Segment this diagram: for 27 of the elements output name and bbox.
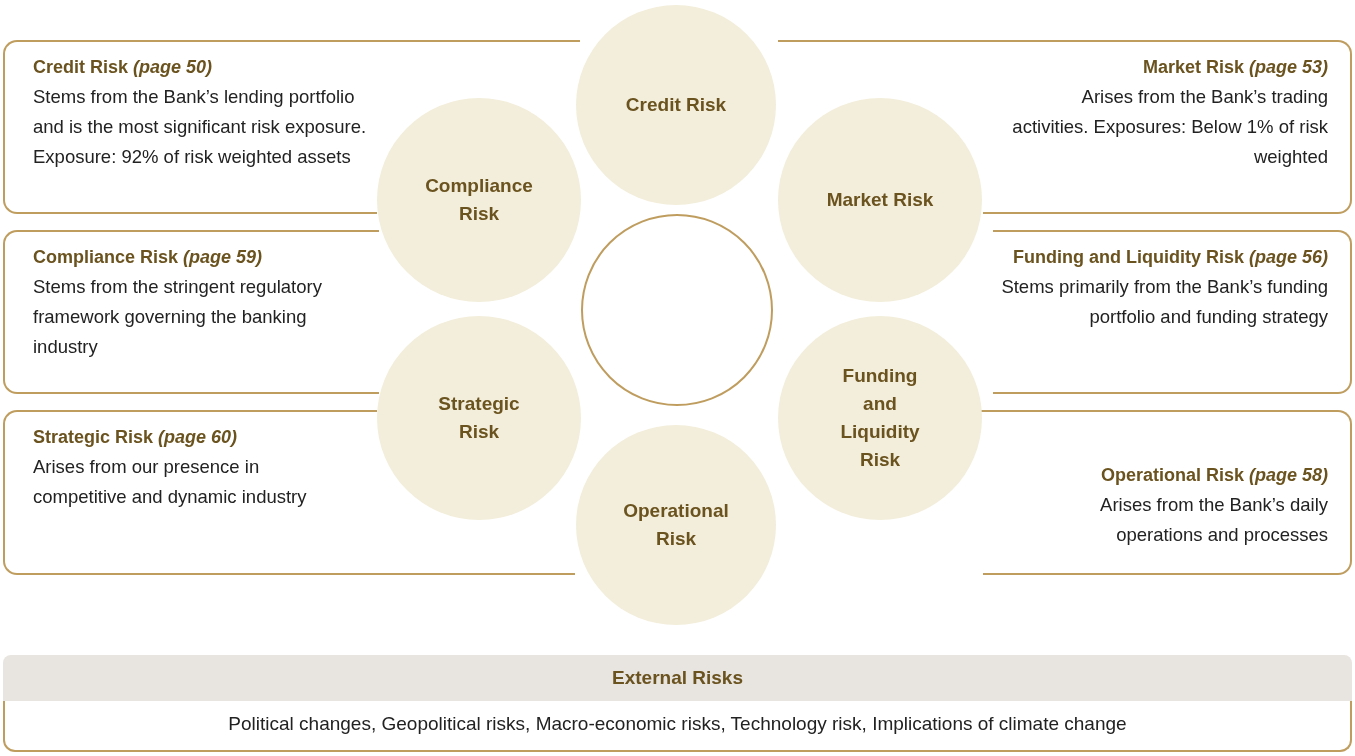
risk-description-card [3, 230, 379, 394]
risk-label: Funding and Liquidity Risk [839, 364, 921, 472]
risk-label: Compliance Risk [424, 174, 534, 226]
card-heading: Operational Risk (page 58) [1099, 464, 1328, 487]
risk-description-card [3, 410, 377, 575]
risk-description-card [993, 230, 1352, 394]
card-heading: External Risks [3, 655, 1352, 701]
card-heading: Compliance Risk (page 59) [33, 246, 264, 269]
risk-label: Strategic Risk [437, 392, 521, 444]
external-risks-panel [3, 655, 1352, 752]
card-heading: Funding and Liquidity Risk (page 56) [1011, 246, 1328, 269]
card-description: Stems from the stringent regulatory framework governing the banking industry [33, 275, 323, 359]
card-description: Arises from the Bank’s daily operations and processes [1099, 493, 1328, 547]
risk-label: Operational Risk [622, 499, 730, 551]
card-heading: Credit Risk (page 50) [33, 56, 214, 79]
risk-label: Credit Risk [625, 93, 727, 117]
card-description: Stems from the Bank’s lending portfolio and is the most significant risk exposure. Exposure: 92% of risk weighted assets [33, 85, 368, 169]
risk-description-card [3, 40, 377, 214]
card-description: Arises from the Bank’s trading activities. Exposures: Below 1% of risk weighted [1011, 85, 1328, 169]
card-description: Stems primarily from the Bank’s funding portfolio and funding strategy [1000, 275, 1328, 329]
risk-description-card [983, 40, 1352, 214]
risk-description-card [983, 410, 1352, 575]
card-heading: Strategic Risk (page 60) [33, 426, 239, 449]
card-heading: Market Risk (page 53) [1141, 56, 1328, 79]
card-description: Political changes, Geopolitical risks, Macro-economic risks, Technology risk, Implications of climate change [227, 712, 1128, 736]
card-description: Arises from our presence in competitive and dynamic industry [33, 455, 308, 509]
risk-label: Market Risk [826, 188, 934, 212]
